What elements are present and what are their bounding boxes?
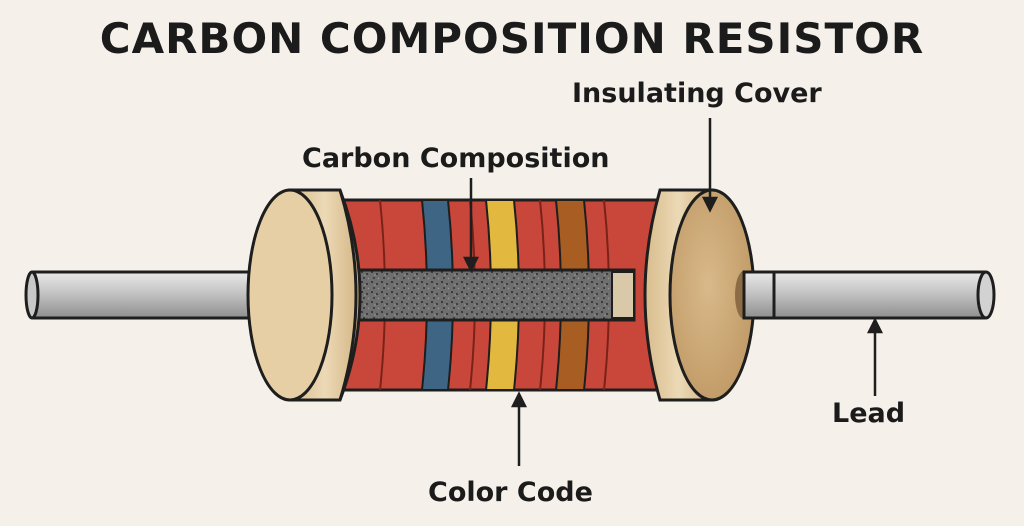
page-title: CARBON COMPOSITION RESISTOR: [99, 14, 925, 63]
left-lead: [24, 270, 260, 320]
callout-lines: [462, 118, 884, 466]
carbon-core: [336, 268, 636, 322]
right-lead: [740, 270, 996, 320]
insulating-cover-label: Insulating Cover: [572, 78, 822, 109]
color-code-label: Color Code: [428, 477, 593, 508]
lead-label: Lead: [832, 398, 906, 429]
left-insulating-cap: [246, 188, 362, 402]
resistor-body: [328, 198, 672, 392]
right-insulating-cap: [643, 188, 756, 402]
carbon-composition-label: Carbon Composition: [302, 143, 610, 174]
right-lead-joint: [742, 270, 776, 320]
